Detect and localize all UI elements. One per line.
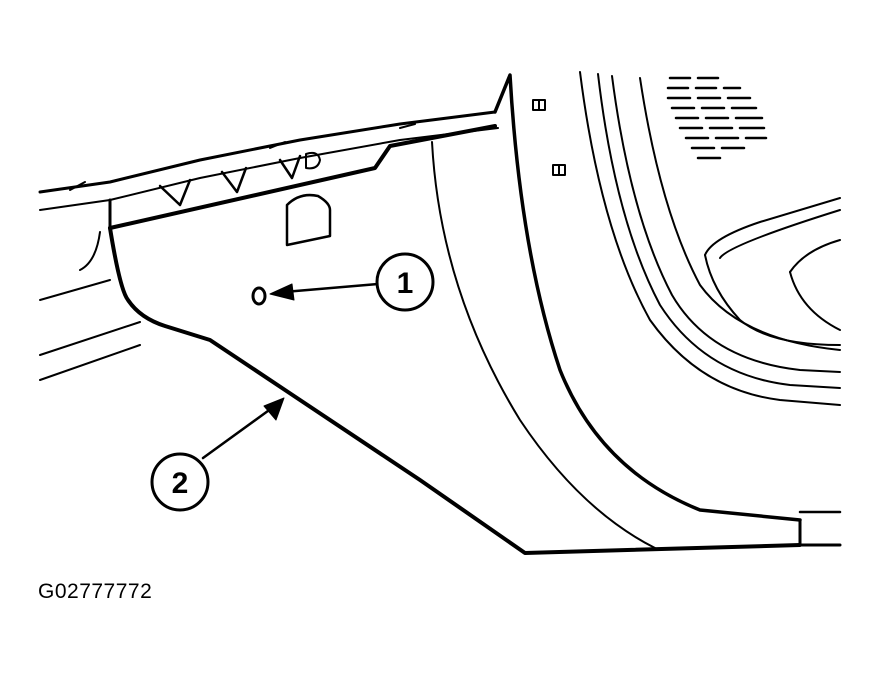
trim-panel-fastener xyxy=(251,286,267,306)
speaker-grille xyxy=(666,76,768,160)
callout-1: 1 xyxy=(269,252,435,312)
quarter-trim-panel xyxy=(108,73,842,555)
figure-id: G02777772 xyxy=(38,580,153,603)
callout-2-label: 2 xyxy=(172,467,189,500)
callout-2: 2 xyxy=(150,397,285,512)
upper-rail xyxy=(38,110,499,381)
callout-1-label: 1 xyxy=(397,267,414,300)
pillar-body xyxy=(532,71,841,406)
